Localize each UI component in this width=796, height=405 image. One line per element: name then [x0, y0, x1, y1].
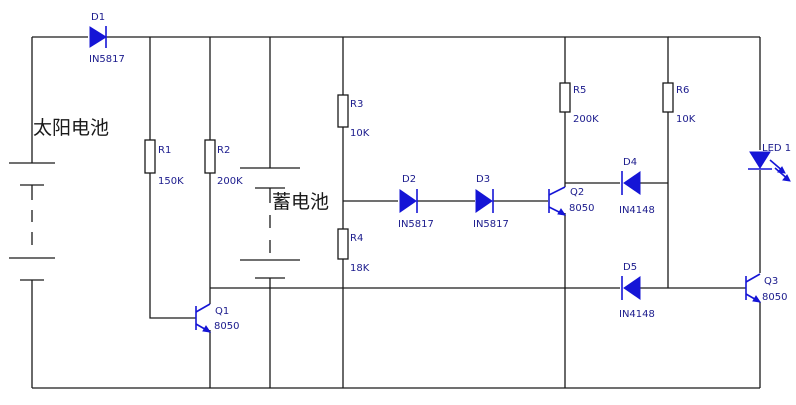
d3-ref: D3 [476, 174, 490, 185]
resistor-r2 [204, 139, 216, 174]
wires [31, 36, 761, 389]
r4-ref: R4 [350, 233, 363, 244]
q1-value: 8050 [214, 321, 239, 332]
diode-d2 [399, 189, 418, 213]
r2-value: 200K [217, 176, 243, 187]
diode-d1 [89, 26, 107, 48]
transistor-q3 [745, 273, 762, 303]
led-1-ref: LED 1 [762, 143, 791, 154]
light-emission-arrows-icon [769, 159, 791, 182]
r3-ref: R3 [350, 99, 363, 110]
r1-ref: R1 [158, 145, 171, 156]
resistor-r4 [337, 228, 349, 260]
r3-value: 10K [350, 128, 370, 139]
transistor-q1 [195, 303, 212, 333]
d5-ref: D5 [623, 262, 637, 273]
q2-ref: Q2 [570, 187, 584, 198]
resistor-r6 [662, 82, 674, 113]
led-1 [748, 151, 791, 182]
solar-panel-cells [9, 162, 55, 281]
resistor-r3 [337, 94, 349, 128]
r6-value: 10K [676, 114, 696, 125]
d1-value: IN5817 [89, 54, 125, 65]
diode-d3 [475, 189, 494, 213]
d1-ref: D1 [91, 12, 105, 23]
d3-value: IN5817 [473, 219, 509, 230]
diode-d4 [621, 171, 641, 195]
storage-battery-label: 蓄电池 [272, 191, 329, 213]
d2-value: IN5817 [398, 219, 434, 230]
r1-value: 150K [158, 176, 184, 187]
resistor-r1 [144, 139, 156, 174]
storage-battery-cells [240, 167, 300, 279]
d5-value: IN4148 [619, 309, 655, 320]
r4-value: 18K [350, 263, 370, 274]
d2-ref: D2 [402, 174, 416, 185]
q2-value: 8050 [569, 203, 594, 214]
d4-value: IN4148 [619, 205, 655, 216]
r2-ref: R2 [217, 145, 230, 156]
diode-d5 [621, 276, 641, 300]
q3-value: 8050 [762, 292, 787, 303]
d4-ref: D4 [623, 157, 637, 168]
q3-ref: Q3 [764, 276, 778, 287]
r5-value: 200K [573, 114, 599, 125]
transistor-q2 [548, 186, 567, 216]
q1-ref: Q1 [215, 306, 229, 317]
r5-ref: R5 [573, 85, 586, 96]
solar-panel-label: 太阳电池 [33, 117, 109, 139]
resistor-r5 [559, 82, 571, 113]
r6-ref: R6 [676, 85, 689, 96]
